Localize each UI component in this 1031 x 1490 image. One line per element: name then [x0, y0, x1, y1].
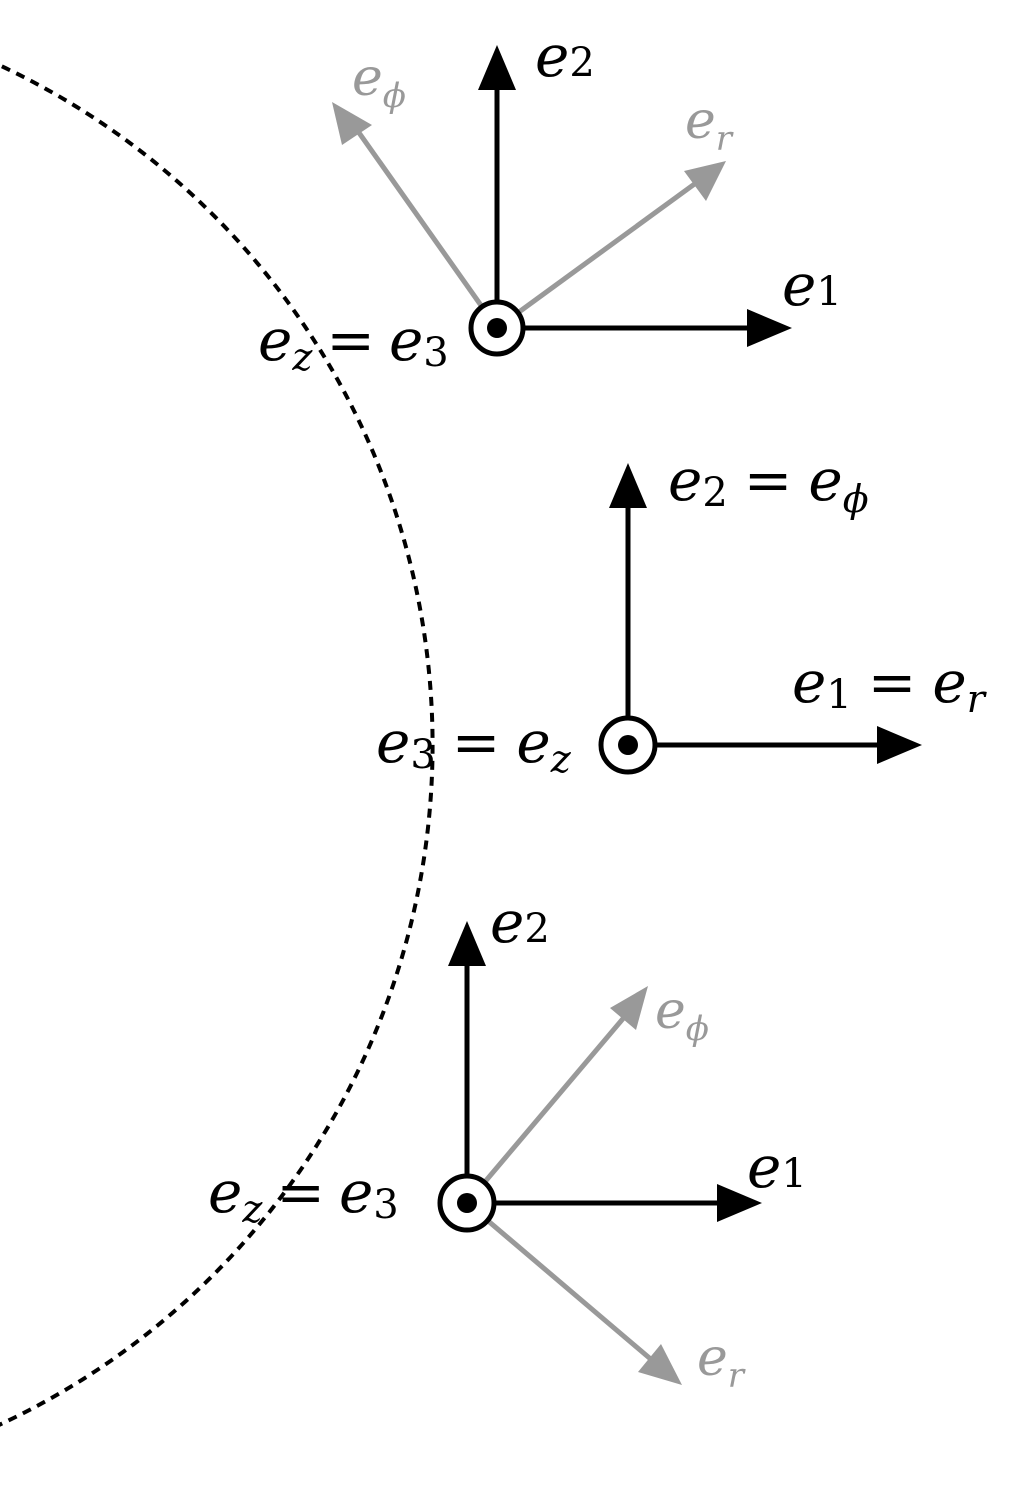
out-of-plane-dot	[618, 735, 638, 755]
arrow-e1-bottom	[467, 1184, 762, 1222]
label-ephi-top: eϕ	[352, 48, 406, 116]
arrow-e2-bottom	[448, 921, 486, 1203]
arrow-er-top	[495, 161, 726, 331]
label-e3-eq-ez-middle: e3=ez	[376, 708, 572, 781]
label-ephi-bottom: eϕ	[655, 981, 709, 1049]
arrow-e1-middle	[628, 726, 922, 764]
frame-bottom	[437, 921, 762, 1385]
label-e2-bottom: e2	[490, 888, 550, 956]
label-er-top: er	[685, 91, 734, 159]
arrow-ephi-bottom	[465, 986, 648, 1205]
frame-middle	[598, 463, 922, 775]
out-of-plane-dot	[487, 318, 507, 338]
label-ez-eq-e3-top: ez=e3	[258, 306, 449, 379]
arrow-e2-top	[478, 45, 516, 328]
circle-arc	[0, 63, 435, 1427]
arrow-e1-top	[497, 309, 792, 347]
arrow-e2-middle	[609, 463, 647, 745]
label-e1-top: e1	[782, 251, 842, 319]
out-of-plane-dot	[457, 1193, 477, 1213]
label-e1-eq-er-middle: e1=er	[792, 648, 988, 721]
frame-top	[332, 45, 792, 357]
label-e2-top: e2	[535, 22, 595, 90]
label-er-bottom: er	[697, 1328, 746, 1396]
label-e1-bottom: e1	[747, 1133, 807, 1201]
arrow-er-bottom	[465, 1201, 682, 1385]
arrow-ephi-top	[332, 102, 500, 330]
label-e2-eq-ephi-middle: e2=eϕ	[668, 446, 869, 521]
label-ez-eq-e3-bottom: ez=e3	[208, 1158, 399, 1231]
